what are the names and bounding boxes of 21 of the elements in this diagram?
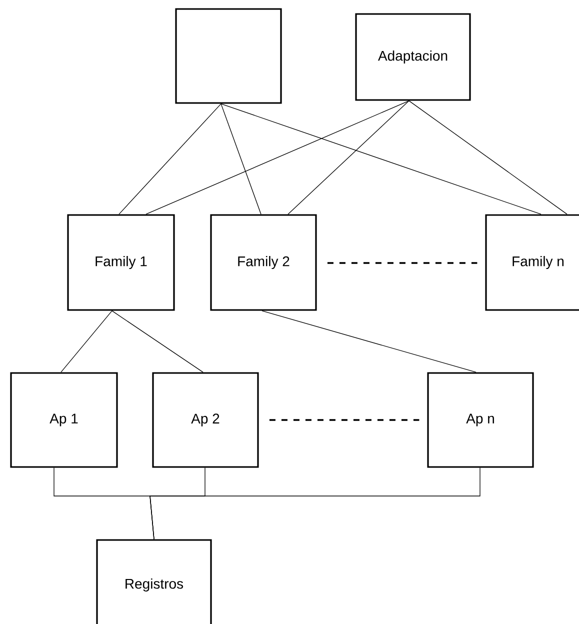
connector-line xyxy=(112,310,204,373)
application-box: Ap 2 xyxy=(152,372,259,468)
connector-line xyxy=(327,262,478,264)
connector-line xyxy=(220,103,262,215)
connector-line xyxy=(262,310,476,373)
application-box: Ap 1 xyxy=(10,372,118,468)
connector-line xyxy=(220,103,542,215)
box xyxy=(175,8,282,104)
connector-line xyxy=(60,310,112,373)
box: Adaptacion xyxy=(355,13,471,101)
family-box: Family 1 xyxy=(67,214,175,311)
application-box: Ap n xyxy=(427,372,534,468)
connector-line xyxy=(118,103,222,215)
connector-line xyxy=(269,419,420,421)
connector-line xyxy=(288,100,410,215)
connector-line xyxy=(408,100,568,215)
family-box: Family n xyxy=(485,214,579,311)
records-box: Registros xyxy=(96,539,212,624)
connector-line xyxy=(150,467,480,540)
family-box: Family 2 xyxy=(210,214,317,311)
connector-line xyxy=(146,100,410,215)
